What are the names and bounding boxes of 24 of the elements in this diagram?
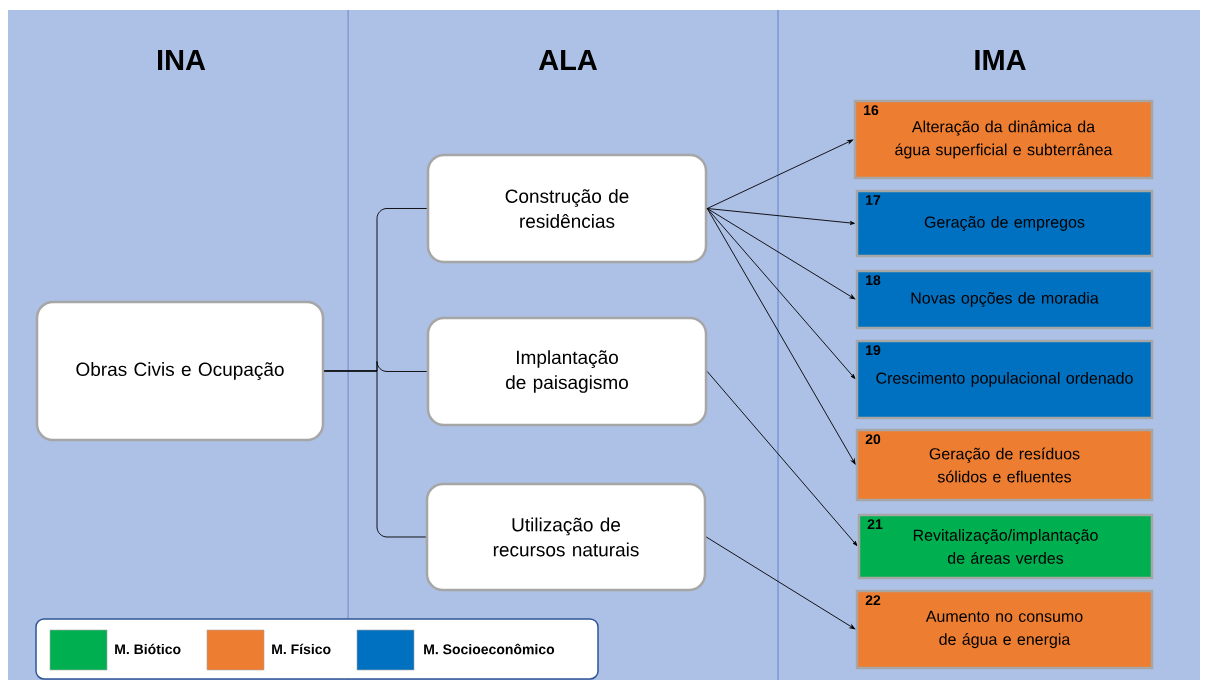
arrow [706, 208, 855, 225]
impact-number: 22 [865, 595, 881, 605]
process-box: Utilização de recursos naturais [425, 482, 707, 592]
arrow [706, 208, 856, 300]
arrow [706, 139, 853, 209]
column-heading: IMA [975, 50, 1026, 70]
impact-number: 18 [866, 275, 881, 286]
process-box: Construção de residências [426, 153, 708, 264]
arrow [706, 208, 856, 465]
process-box: Obras Civis e Ocupação [35, 300, 325, 442]
impact-number: 21 [867, 519, 883, 529]
impact-number: 19 [866, 345, 881, 356]
impact-number: 20 [865, 434, 881, 445]
arrow [706, 208, 856, 379]
arrow [705, 536, 856, 630]
legend-label: M. Físico [272, 643, 331, 655]
column-heading: INA [158, 50, 206, 70]
impact-number: 17 [866, 195, 881, 205]
legend-label: M. Socioeconômico [424, 643, 555, 655]
process-box: Implantação de paisagismo [426, 316, 708, 427]
arrow [706, 371, 858, 546]
impact-number: 16 [864, 105, 879, 116]
column-heading: ALA [538, 50, 598, 70]
legend-label: M. Biótico [115, 643, 181, 655]
